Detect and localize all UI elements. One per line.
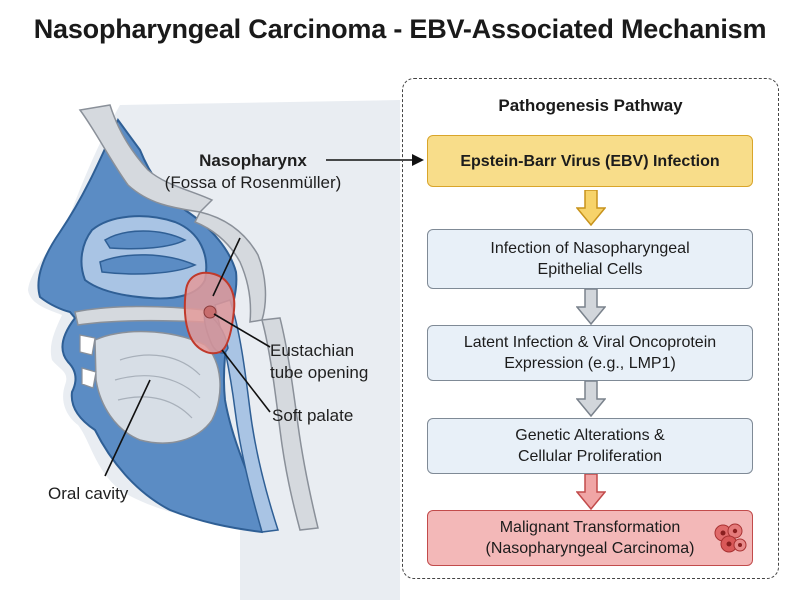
arrow-red-down	[576, 474, 606, 510]
nasopharynx-label-title: Nasopharynx	[199, 151, 307, 170]
turbinate-upper	[103, 230, 187, 250]
step-genetic-alterations: Genetic Alterations & Cellular Prolifera…	[427, 418, 753, 474]
cancer-cells-icon	[714, 523, 747, 553]
step-epithelial-infection-line2: Epithelial Cells	[537, 261, 643, 278]
step-latent-infection: Latent Infection & Viral Oncoprotein Exp…	[427, 325, 753, 381]
step-epithelial-infection: Infection of Nasopharyngeal Epithelial C…	[427, 229, 753, 289]
nasopharynx-leader	[212, 237, 241, 297]
eustachian-leader	[213, 313, 271, 348]
pathogenesis-pathway-panel: Pathogenesis Pathway Epstein-Barr Virus …	[402, 78, 779, 579]
arrow-gray-down-2	[576, 381, 606, 417]
step-latent-infection-line2: Expression (e.g., LMP1)	[504, 355, 676, 372]
eustachian-label-line2: tube opening	[270, 363, 369, 382]
step-ebv-infection-line1: Epstein-Barr Virus (EBV) Infection	[460, 152, 720, 170]
eustachian-label-line1: Eustachian	[270, 341, 355, 360]
eustachian-opening-mark	[203, 305, 217, 319]
soft-palate-label: Soft palate	[272, 406, 354, 425]
step-epithelial-infection-line1: Infection of Nasopharyngeal	[490, 240, 690, 257]
vertebrae	[261, 317, 319, 531]
step-malignant-transformation-line2: (Nasopharyngeal Carcinoma)	[485, 540, 695, 557]
tongue-striation	[114, 354, 201, 419]
step-genetic-alterations-line1: Genetic Alterations &	[515, 427, 665, 444]
oral-cavity-leader	[104, 379, 151, 477]
nasopharynx-label: Nasopharynx (Fossa of Rosenmüller)	[158, 150, 348, 194]
fossa-label: (Fossa of Rosenmüller)	[164, 173, 342, 192]
skull-bone	[78, 104, 214, 213]
page-title: Nasopharyngeal Carcinoma - EBV-Associate…	[33, 14, 767, 44]
oral-cavity-label: Oral cavity	[48, 484, 129, 503]
step-latent-infection-line1: Latent Infection & Viral Oncoprotein	[463, 334, 717, 351]
arrow-gray-down-1	[576, 289, 606, 325]
turbinate-middle	[99, 254, 197, 275]
soft-palate-leader	[221, 349, 271, 413]
blue-tissue-region	[37, 118, 270, 534]
step-malignant-transformation: Malignant Transformation (Nasopharyngeal…	[427, 510, 753, 566]
arrow-yellow-down	[576, 190, 606, 226]
teeth	[79, 334, 97, 389]
step-genetic-alterations-line2: Cellular Proliferation	[517, 448, 663, 465]
step-ebv-infection: Epstein-Barr Virus (EBV) Infection	[427, 135, 753, 187]
pathway-title: Pathogenesis Pathway	[498, 96, 683, 115]
head-sagittal-illustration	[28, 100, 400, 600]
eustachian-label: Eustachian tube opening	[270, 340, 400, 384]
step-malignant-transformation-line1: Malignant Transformation	[499, 519, 681, 536]
